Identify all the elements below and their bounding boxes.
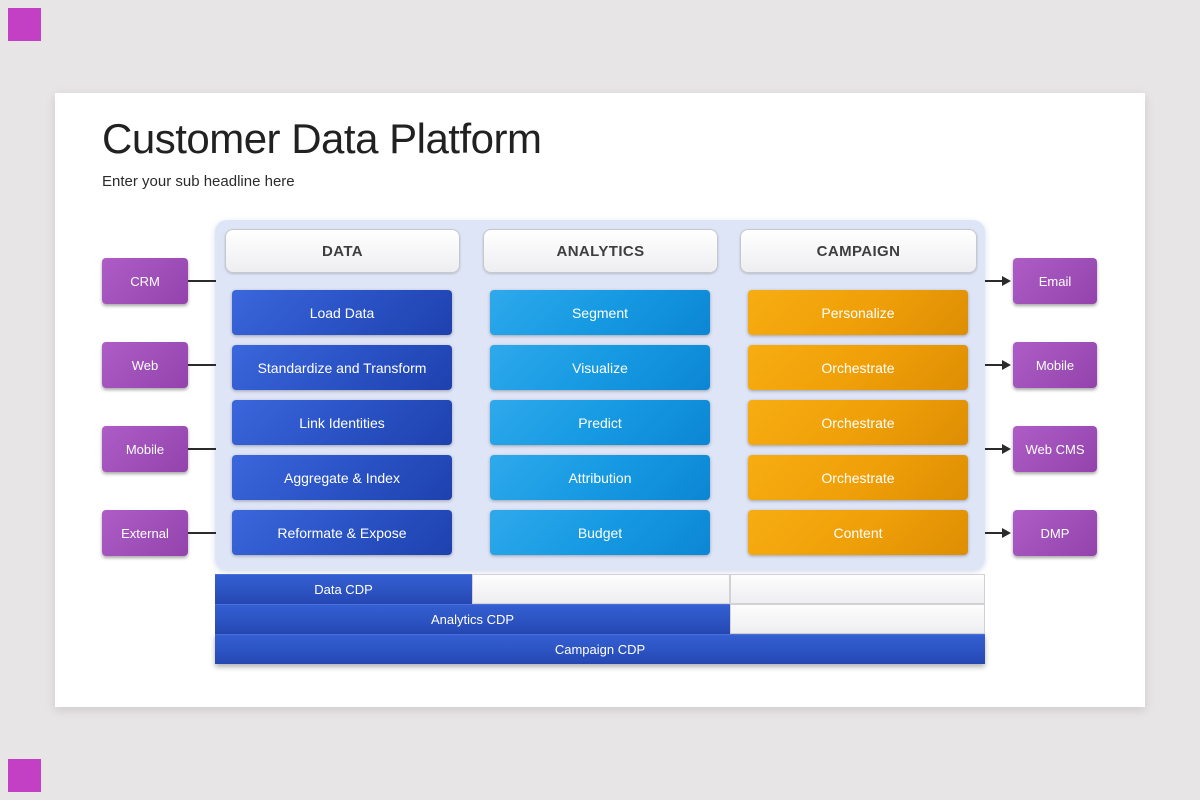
arrow-right-icon <box>1002 276 1011 286</box>
cdp-bar-empty-segment <box>730 604 985 634</box>
cdp-bar-analytics: Analytics CDP <box>215 604 730 634</box>
cdp-diagram-panel: DATA ANALYTICS CAMPAIGN Load Data Standa… <box>215 220 985 570</box>
data-step: Standardize and Transform <box>232 345 452 390</box>
analytics-step: Visualize <box>490 345 710 390</box>
connector-line <box>188 364 216 366</box>
connector-line <box>188 448 216 450</box>
campaign-step: Content <box>748 510 968 555</box>
column-header-analytics: ANALYTICS <box>483 229 718 273</box>
cdp-bar-empty-segment <box>730 574 985 604</box>
column-header-data: DATA <box>225 229 460 273</box>
connector-line <box>985 364 1003 366</box>
campaign-step: Orchestrate <box>748 455 968 500</box>
data-step: Link Identities <box>232 400 452 445</box>
magenta-corner-marker-bottom <box>8 759 41 792</box>
source-box-crm: CRM <box>102 258 188 304</box>
column-header-campaign: CAMPAIGN <box>740 229 977 273</box>
page-subtitle: Enter your sub headline here <box>102 173 295 190</box>
output-box-dmp: DMP <box>1013 510 1097 556</box>
data-step: Reformate & Expose <box>232 510 452 555</box>
campaign-step: Orchestrate <box>748 400 968 445</box>
source-box-external: External <box>102 510 188 556</box>
connector-line <box>985 448 1003 450</box>
connector-line <box>985 532 1003 534</box>
analytics-step: Predict <box>490 400 710 445</box>
magenta-corner-marker-top <box>8 8 41 41</box>
analytics-step: Segment <box>490 290 710 335</box>
arrow-right-icon <box>1002 528 1011 538</box>
arrow-right-icon <box>1002 444 1011 454</box>
output-box-mobile: Mobile <box>1013 342 1097 388</box>
source-box-mobile: Mobile <box>102 426 188 472</box>
analytics-step: Attribution <box>490 455 710 500</box>
slide-card: Customer Data Platform Enter your sub he… <box>55 93 1145 707</box>
cdp-bar-campaign: Campaign CDP <box>215 634 985 664</box>
cdp-bar-data: Data CDP <box>215 574 472 604</box>
output-box-email: Email <box>1013 258 1097 304</box>
source-box-web: Web <box>102 342 188 388</box>
cdp-bar-empty-segment <box>472 574 730 604</box>
connector-line <box>188 280 216 282</box>
data-step: Load Data <box>232 290 452 335</box>
campaign-step: Orchestrate <box>748 345 968 390</box>
page-title: Customer Data Platform <box>102 115 542 162</box>
data-step: Aggregate & Index <box>232 455 452 500</box>
arrow-right-icon <box>1002 360 1011 370</box>
analytics-step: Budget <box>490 510 710 555</box>
campaign-step: Personalize <box>748 290 968 335</box>
output-box-webcms: Web CMS <box>1013 426 1097 472</box>
connector-line <box>188 532 216 534</box>
connector-line <box>985 280 1003 282</box>
